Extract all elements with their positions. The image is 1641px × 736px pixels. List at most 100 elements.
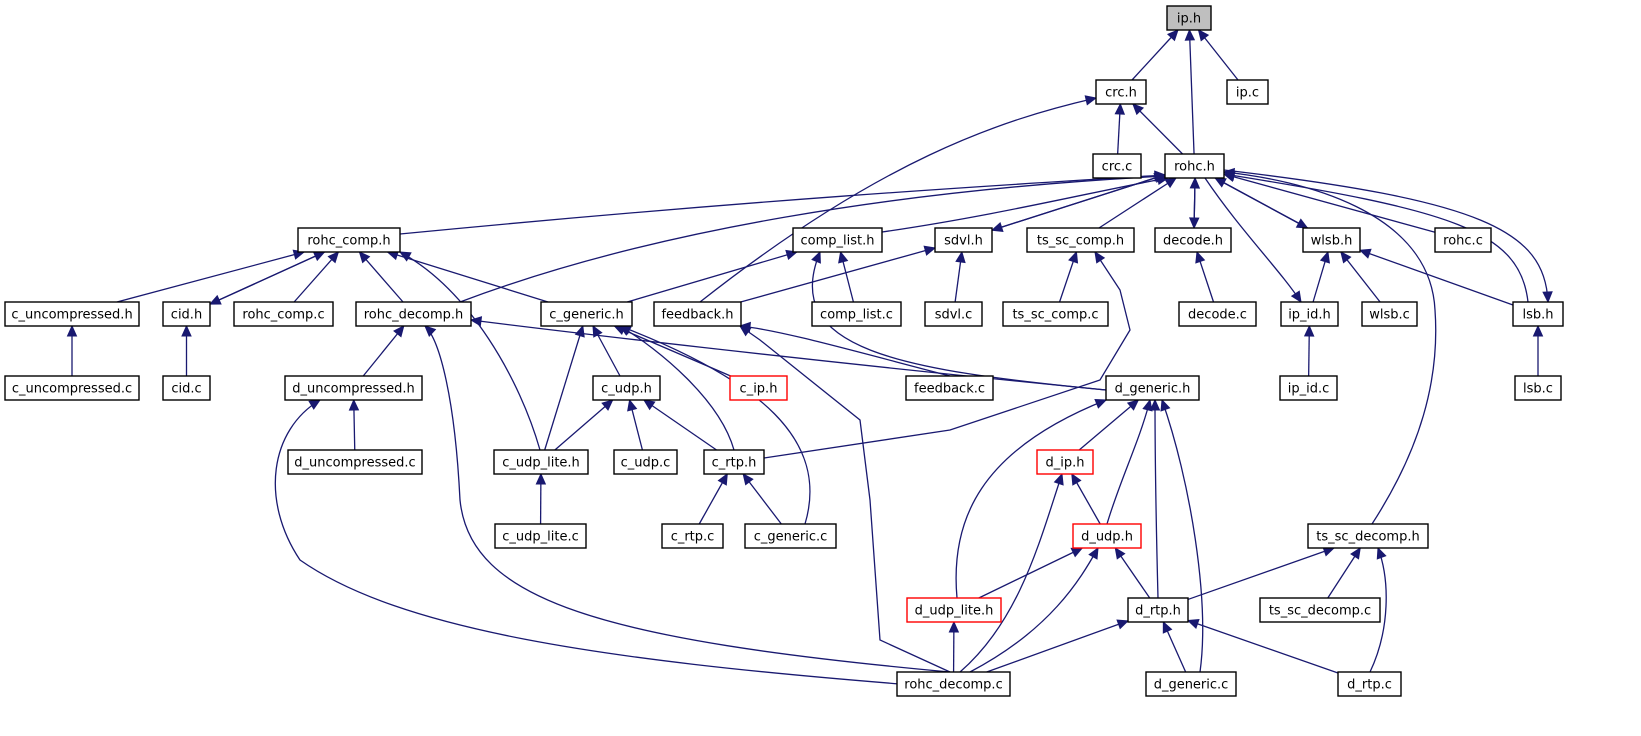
node-c-generic-c[interactable]: c_generic.c: [744, 523, 837, 549]
node-ts-sc-decomp-h[interactable]: ts_sc_decomp.h: [1307, 523, 1429, 549]
node-c-udp-c[interactable]: c_udp.c: [613, 449, 678, 475]
edge-arrowhead: [1071, 472, 1082, 486]
edge-arrowhead: [742, 473, 754, 486]
node-ts-sc-comp-h[interactable]: ts_sc_comp.h: [1026, 227, 1135, 253]
edge-rohc_decomp_h-to-rohc_comp_h: [358, 251, 404, 303]
node-feedback-c[interactable]: feedback.c: [905, 375, 994, 401]
node-label: c_udp_lite.c: [502, 530, 579, 545]
node-box: [4, 375, 140, 401]
node-lsb-h[interactable]: lsb.h: [1512, 301, 1564, 327]
node-label: d_rtp.h: [1135, 604, 1181, 619]
node-c-rtp-h[interactable]: c_rtp.h: [703, 449, 765, 475]
edge-arrowhead: [1126, 399, 1140, 411]
node-ip-h[interactable]: ip.h: [1166, 5, 1212, 31]
edge-arrowhead: [1319, 250, 1330, 264]
node-box: [1514, 375, 1562, 401]
node-c-uncompressed-c[interactable]: c_uncompressed.c: [4, 375, 140, 401]
edge-arrowhead: [1295, 218, 1309, 229]
node-crc-h[interactable]: crc.h: [1095, 79, 1147, 105]
edge-d_uncompressed_c-to-d_uncompressed_h: [348, 398, 360, 451]
edge-arrowhead: [1340, 251, 1352, 264]
edge-line: [991, 174, 1166, 231]
node-feedback-h[interactable]: feedback.h: [653, 301, 742, 327]
node-rohc-comp-c[interactable]: rohc_comp.c: [233, 301, 334, 327]
node-rohc-comp-h[interactable]: rohc_comp.h: [297, 227, 401, 253]
node-rohc-c[interactable]: rohc.c: [1434, 227, 1492, 253]
node-d-ip-h[interactable]: d_ip.h: [1036, 449, 1094, 475]
edge-c_rtp_c-to-c_rtp_h: [698, 472, 728, 525]
edge-c_udp_lite_c-to-c_udp_lite_h: [535, 472, 547, 525]
node-wlsb-h[interactable]: wlsb.h: [1302, 227, 1361, 253]
node-d-udp-lite-h[interactable]: d_udp_lite.h: [906, 597, 1002, 623]
node-box: [233, 301, 334, 327]
node-rohc-decomp-c[interactable]: rohc_decomp.c: [896, 671, 1011, 697]
node-label: decode.c: [1188, 308, 1247, 323]
edge-lsb_h-to-wlsb_h: [1358, 248, 1514, 306]
node-box: [592, 375, 661, 401]
node-label: d_uncompressed.h: [292, 382, 414, 397]
node-label: ts_sc_comp.c: [1012, 308, 1098, 323]
node-comp-list-c[interactable]: comp_list.c: [811, 301, 902, 327]
node-sdvl-h[interactable]: sdvl.h: [934, 227, 993, 253]
edge-d_rtp_c-to-d_rtp_h: [1186, 618, 1339, 674]
node-d-generic-c[interactable]: d_generic.c: [1145, 671, 1237, 697]
node-d-rtp-h[interactable]: d_rtp.h: [1127, 597, 1189, 623]
node-box: [493, 449, 589, 475]
node-label: decode.h: [1163, 234, 1223, 249]
node-box: [287, 449, 423, 475]
edge-comp_list_c-to-comp_list_h: [838, 250, 855, 303]
edge-arrowhead: [1166, 29, 1179, 42]
node-c-udp-lite-c[interactable]: c_udp_lite.c: [494, 523, 587, 549]
node-decode-h[interactable]: decode.h: [1154, 227, 1232, 253]
edge-ts_sc_comp_c-to-ts_sc_comp_h: [1058, 250, 1079, 303]
node-comp-list-h[interactable]: comp_list.h: [792, 227, 883, 253]
node-box: [1092, 153, 1142, 179]
node-cid-h[interactable]: cid.h: [162, 301, 211, 327]
node-lsb-c[interactable]: lsb.c: [1514, 375, 1562, 401]
node-d-uncompressed-h[interactable]: d_uncompressed.h: [284, 375, 423, 401]
node-decode-c[interactable]: decode.c: [1178, 301, 1257, 327]
node-ip-id-h[interactable]: ip_id.h: [1280, 301, 1339, 327]
node-d-udp-h[interactable]: d_udp.h: [1072, 523, 1142, 549]
edge-line: [739, 325, 951, 673]
node-rohc-h[interactable]: rohc.h: [1164, 153, 1225, 179]
edge-ts_sc_comp_h-to-rohc_h: [1098, 177, 1178, 229]
node-label: rohc_comp.h: [307, 234, 390, 249]
node-box: [729, 375, 788, 401]
edge-arrowhead: [208, 294, 222, 305]
node-c-udp-h[interactable]: c_udp.h: [592, 375, 661, 401]
node-c-uncompressed-h[interactable]: c_uncompressed.h: [4, 301, 140, 327]
node-c-udp-lite-h[interactable]: c_udp_lite.h: [493, 449, 589, 475]
node-ts-sc-decomp-c[interactable]: ts_sc_decomp.c: [1259, 597, 1381, 623]
edge-arrowhead: [601, 399, 614, 411]
edge-arrowhead: [574, 324, 585, 338]
node-crc-c[interactable]: crc.c: [1092, 153, 1142, 179]
edges-layer: [66, 28, 1553, 685]
edge-arrowhead: [739, 325, 752, 337]
node-label: c_generic.h: [549, 308, 624, 323]
node-ts-sc-comp-c[interactable]: ts_sc_comp.c: [1002, 301, 1109, 327]
node-cid-c[interactable]: cid.c: [162, 375, 211, 401]
edge-line: [209, 251, 325, 305]
node-ip-id-c[interactable]: ip_id.c: [1279, 375, 1338, 401]
node-label: ip.c: [1236, 86, 1259, 101]
node-ip-c[interactable]: ip.c: [1226, 79, 1269, 105]
edge-wlsb_c-to-wlsb_h: [1340, 251, 1381, 303]
node-box: [1002, 301, 1109, 327]
edge-line: [643, 399, 717, 451]
edge-arrowhead: [1542, 291, 1553, 304]
node-wlsb-c[interactable]: wlsb.c: [1361, 301, 1418, 327]
node-c-rtp-c[interactable]: c_rtp.c: [661, 523, 724, 549]
node-rohc-decomp-h[interactable]: rohc_decomp.h: [355, 301, 472, 327]
node-sdvl-c[interactable]: sdvl.c: [924, 301, 983, 327]
node-d-rtp-c[interactable]: d_rtp.c: [1337, 671, 1402, 697]
node-d-uncompressed-c[interactable]: d_uncompressed.c: [287, 449, 423, 475]
node-label: comp_list.c: [820, 308, 893, 323]
edge-rohc_comp_c-to-rohc_comp_h: [293, 251, 340, 303]
node-c-ip-h[interactable]: c_ip.h: [729, 375, 788, 401]
node-d-generic-h[interactable]: d_generic.h: [1105, 375, 1200, 401]
node-c-generic-h[interactable]: c_generic.h: [540, 301, 633, 327]
edge-ip_id_c-to-ip_id_h: [1303, 324, 1315, 377]
node-label: wlsb.h: [1311, 234, 1353, 249]
